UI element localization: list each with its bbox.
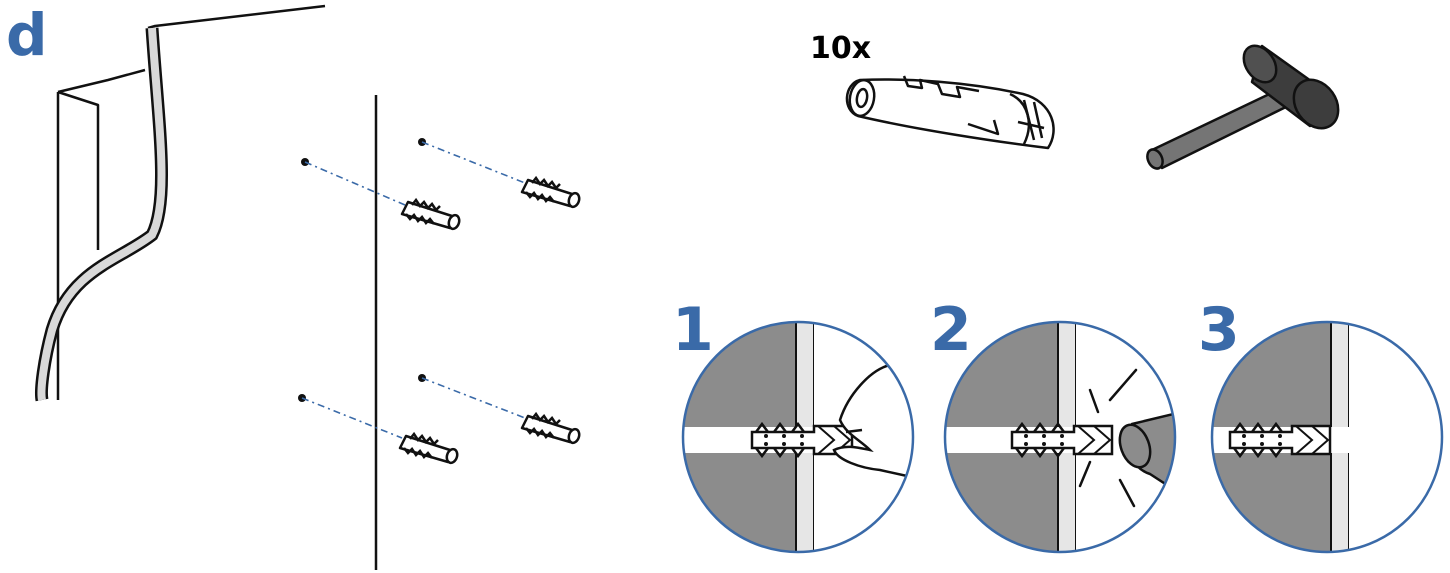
cabinet-icon <box>56 4 326 400</box>
wall-plug-icon <box>398 176 583 466</box>
step-number-2: 2 <box>930 295 972 365</box>
cable <box>35 27 169 402</box>
step-2-detail <box>943 320 1177 554</box>
hammer-icon <box>1146 44 1340 170</box>
quantity-label: 10x <box>810 31 872 66</box>
guide-lines <box>301 141 526 439</box>
step-1-detail <box>681 320 915 554</box>
panel-label: d <box>6 1 48 69</box>
wall-plug-icon <box>845 75 1055 150</box>
step-number-1: 1 <box>672 295 714 365</box>
drill-hole-icon <box>298 138 426 402</box>
step-3-detail <box>1210 320 1444 554</box>
step-number-3: 3 <box>1198 295 1240 365</box>
